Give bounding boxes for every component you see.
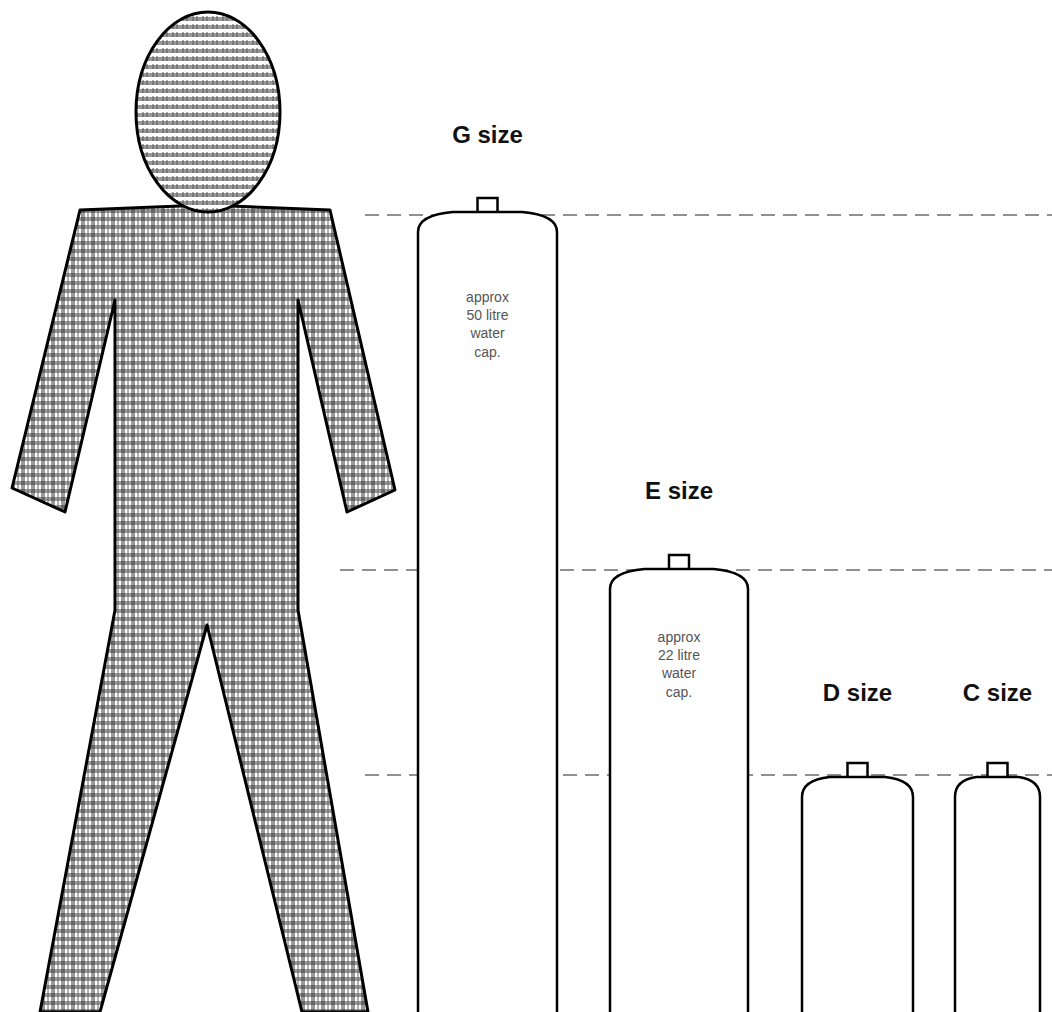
figure-head	[136, 12, 280, 212]
cylinder-outline	[410, 122, 565, 1012]
size-label: E size	[645, 478, 713, 504]
capacity-note: approx 22 litre water cap.	[648, 628, 710, 701]
cylinder-body	[418, 212, 557, 1012]
gas-cylinder: G size approx 50 litre water cap.	[410, 122, 565, 1012]
cylinder-outline	[795, 680, 920, 1012]
cylinder-outline	[600, 478, 760, 1012]
gas-cylinder: D size	[795, 680, 920, 1012]
cylinder-body	[610, 569, 748, 1012]
size-label: G size	[452, 122, 523, 148]
size-label: C size	[963, 680, 1032, 706]
figure-body	[12, 205, 395, 1012]
cylinder-outline	[945, 680, 1050, 1012]
size-label: D size	[823, 680, 892, 706]
gas-cylinder: C size	[945, 680, 1050, 1012]
gas-cylinder: E size approx 22 litre water cap.	[600, 478, 760, 1012]
cylinder-body	[802, 777, 913, 1012]
capacity-note: approx 50 litre water cap.	[457, 288, 519, 361]
cylinder-body	[955, 777, 1040, 1012]
